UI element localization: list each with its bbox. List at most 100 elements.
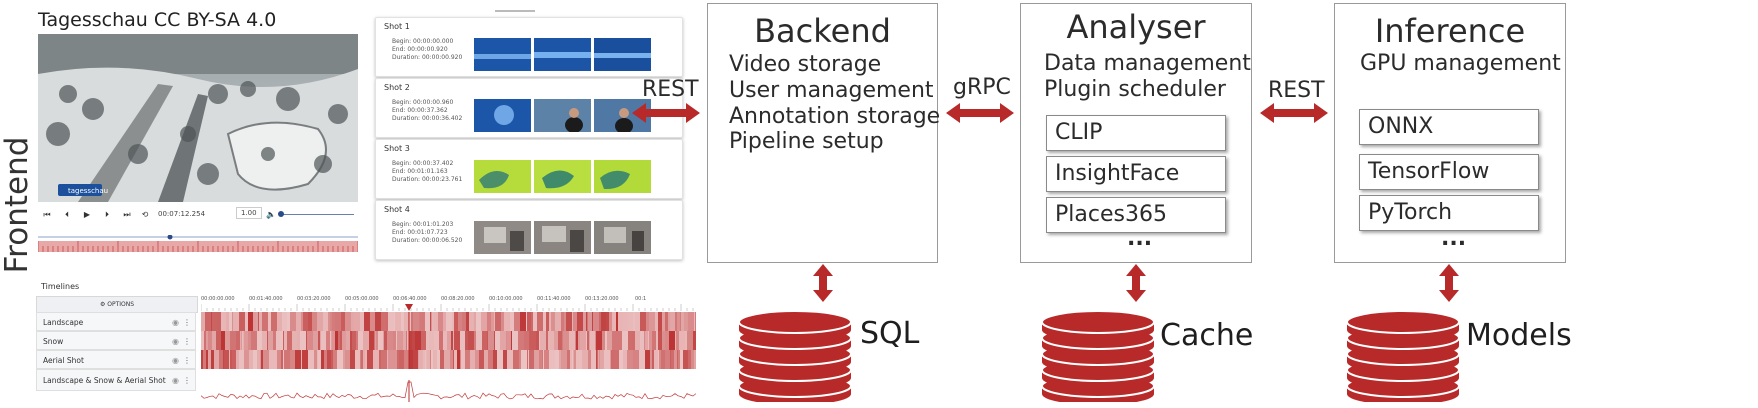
eye-icon[interactable]: ◉ <box>172 376 179 385</box>
double-arrow-backend-analyser <box>946 103 1014 123</box>
shot-thumbnail <box>594 38 651 71</box>
heat-track-landscape[interactable] <box>201 312 696 331</box>
analyser-item: Data management <box>1044 51 1251 76</box>
ruler-tick: 00:08:20.000 <box>441 296 475 302</box>
playhead-overlay <box>408 312 410 369</box>
step-back-icon[interactable]: ⏴ <box>65 210 69 219</box>
double-arrow-analyser-inference <box>1260 103 1328 123</box>
plugin-onnx: ONNX <box>1359 109 1539 145</box>
options-button[interactable]: ⚙ OPTIONS <box>36 296 198 313</box>
scroll-handle[interactable] <box>495 10 535 12</box>
playhead-marker <box>405 304 413 311</box>
gear-icon: ⚙ <box>99 301 108 308</box>
seek-timeline[interactable] <box>38 235 358 253</box>
frontend-label: Frontend <box>0 136 35 274</box>
step-forward-icon[interactable]: ⏵ <box>105 210 109 219</box>
tagesschau-logo: tagesschau <box>68 187 108 195</box>
timeline-row-combined[interactable]: Landscape & Snow & Aerial Shot◉⋮ <box>36 369 196 391</box>
shot-thumbnail <box>534 38 591 71</box>
timeline-row-snow[interactable]: Snow◉⋮ <box>36 331 196 350</box>
play-icon[interactable]: ▶ <box>83 210 91 219</box>
timeline-row-landscape[interactable]: Landscape ◉ ⋮ <box>36 312 196 331</box>
shot-thumbnail <box>474 160 531 193</box>
eye-icon[interactable]: ◉ <box>172 337 179 346</box>
skip-forward-icon[interactable]: ⏭ <box>123 210 131 219</box>
volume-slider[interactable] <box>282 214 354 215</box>
loop-icon[interactable]: ⟲ <box>141 210 149 219</box>
timelines-header: Timelines <box>41 282 80 291</box>
shot-thumbnail <box>474 38 531 71</box>
shot-thumbnail <box>594 160 651 193</box>
plugin-clip: CLIP <box>1046 115 1226 151</box>
video-player[interactable]: tagesschau <box>38 34 358 202</box>
backend-box: Backend Video storage User management An… <box>707 3 941 263</box>
eye-icon[interactable]: ◉ <box>172 318 179 327</box>
shot-title: Shot 1 <box>384 22 410 31</box>
heat-track-aerial-shot[interactable] <box>201 350 696 369</box>
ruler-tick: 00:06:40.000 <box>393 296 427 302</box>
inference-title: Inference <box>1374 12 1526 50</box>
shot-title: Shot 3 <box>384 144 410 153</box>
grpc-label: gRPC <box>953 75 1011 100</box>
rest-label-analyser-inference: REST <box>1268 78 1325 103</box>
more-icon[interactable]: ⋮ <box>183 318 191 327</box>
shot-thumbnail <box>534 99 591 132</box>
plugin-insightface: InsightFace <box>1046 156 1226 192</box>
options-label: OPTIONS <box>107 301 135 308</box>
speed-selector[interactable]: 1.00 <box>236 207 262 219</box>
database-icon-cache <box>1041 310 1155 402</box>
arrow-analyser-cache <box>1126 264 1146 302</box>
ruler-tick: 00:13:20.000 <box>585 296 619 302</box>
shot-thumbnail <box>534 160 591 193</box>
heat-track-snow[interactable] <box>201 331 696 350</box>
backend-item: Annotation storage <box>729 104 941 129</box>
shot-thumbnail <box>474 99 531 132</box>
ruler-tick: 00:05:00.000 <box>345 296 379 302</box>
skip-back-icon[interactable]: ⏮ <box>43 210 51 219</box>
line-track-combined[interactable] <box>201 380 696 402</box>
analyser-title: Analyser <box>1066 8 1206 46</box>
arrow-backend-sql <box>813 264 833 302</box>
timeline-row-label: Landscape <box>43 318 84 327</box>
ruler-ticks <box>201 304 694 311</box>
shot-title: Shot 2 <box>384 83 410 92</box>
ruler-tick: 00:11:40.000 <box>537 296 571 302</box>
more-icon[interactable]: ⋮ <box>183 376 191 385</box>
shot-thumbnail <box>594 99 651 132</box>
analyser-item: Plugin scheduler <box>1044 77 1226 102</box>
timeline-ruler[interactable]: 00:00:00.000 00:01:40.000 00:03:20.000 0… <box>201 296 696 311</box>
timeline-row-aerial-shot[interactable]: Aerial Shot◉⋮ <box>36 350 196 369</box>
eye-icon[interactable]: ◉ <box>172 356 179 365</box>
volume-icon[interactable]: 🔈 <box>266 210 276 219</box>
double-arrow-frontend-backend <box>632 103 700 123</box>
timelines-panel: Timelines ⚙ OPTIONS Landscape◉⋮ Snow◉⋮ A… <box>36 278 696 404</box>
ruler-tick: 00:01:40.000 <box>249 296 283 302</box>
plugin-places365: Places365 <box>1046 197 1226 233</box>
ruler-tick: 00:1 <box>635 296 647 302</box>
plugin-pytorch: PyTorch <box>1359 195 1539 231</box>
shot-thumbnail <box>594 221 651 254</box>
more-icon[interactable]: ⋮ <box>183 356 191 365</box>
ruler-tick: 00:10:00.000 <box>489 296 523 302</box>
more-icon[interactable]: ⋮ <box>183 337 191 346</box>
plugin-tensorflow: TensorFlow <box>1359 154 1539 190</box>
ruler-tick: 00:03:20.000 <box>297 296 331 302</box>
db-label-models: Models <box>1466 318 1572 353</box>
volume-knob[interactable] <box>278 211 284 217</box>
video-title: Tagesschau CC BY-SA 4.0 <box>38 9 277 31</box>
inference-item: GPU management <box>1360 51 1561 76</box>
analyser-box: Analyser Data management Plugin schedule… <box>1020 3 1252 263</box>
database-icon-sql <box>738 310 852 402</box>
database-icon-models <box>1346 310 1460 402</box>
inference-more: ... <box>1441 226 1467 251</box>
player-controls: ⏮ ⏴ ▶ ⏵ ⏭ ⟲ 00:07:12.254 1.00 🔈 <box>38 205 358 229</box>
